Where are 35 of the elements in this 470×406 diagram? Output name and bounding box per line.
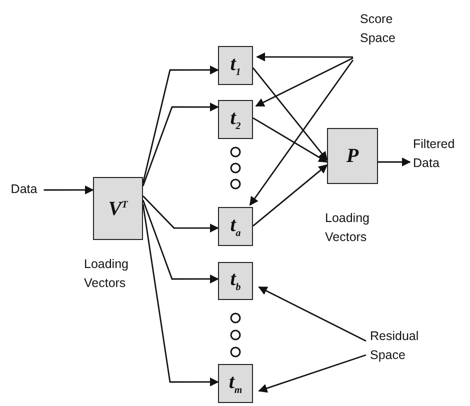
- process-box: [218, 207, 253, 246]
- process-box: [218, 46, 253, 85]
- arrow: [252, 117, 328, 163]
- caption-label: Loading Vectors: [84, 256, 130, 292]
- arrow: [252, 164, 328, 227]
- variable-label: t$_{b}$: [230, 269, 241, 293]
- arrow: [255, 57, 354, 107]
- arrow: [378, 158, 411, 166]
- arrow: [44, 185, 94, 194]
- node-label: Score Space: [360, 10, 396, 47]
- arrow: [142, 102, 219, 186]
- variable-label: t$_{m}$: [228, 372, 242, 396]
- variable-label: V$^{T}$: [108, 198, 128, 218]
- process-box: [218, 100, 253, 139]
- arrow: [249, 60, 354, 206]
- arrow: [142, 196, 219, 233]
- arrow: [258, 354, 366, 393]
- variable-label: t$_{a}$: [230, 214, 241, 238]
- process-box: [327, 128, 378, 184]
- node-label: Residual Space: [370, 328, 420, 364]
- process-box: [218, 262, 253, 300]
- process-box: [218, 364, 253, 403]
- node-label: Filtered Data: [413, 136, 456, 172]
- caption-label: Loading Vectors: [325, 210, 370, 246]
- arrow: [142, 204, 219, 386]
- node-label: Data: [10, 181, 38, 198]
- variable-label: P: [346, 146, 359, 166]
- arrow: [142, 66, 219, 184]
- variable-label: t$_{1}$: [230, 54, 241, 78]
- arrow: [258, 286, 366, 342]
- process-box: [93, 177, 143, 240]
- arrow: [256, 52, 353, 62]
- arrow: [142, 200, 219, 284]
- arrow: [252, 67, 328, 161]
- variable-label: t$_{2}$: [230, 108, 241, 132]
